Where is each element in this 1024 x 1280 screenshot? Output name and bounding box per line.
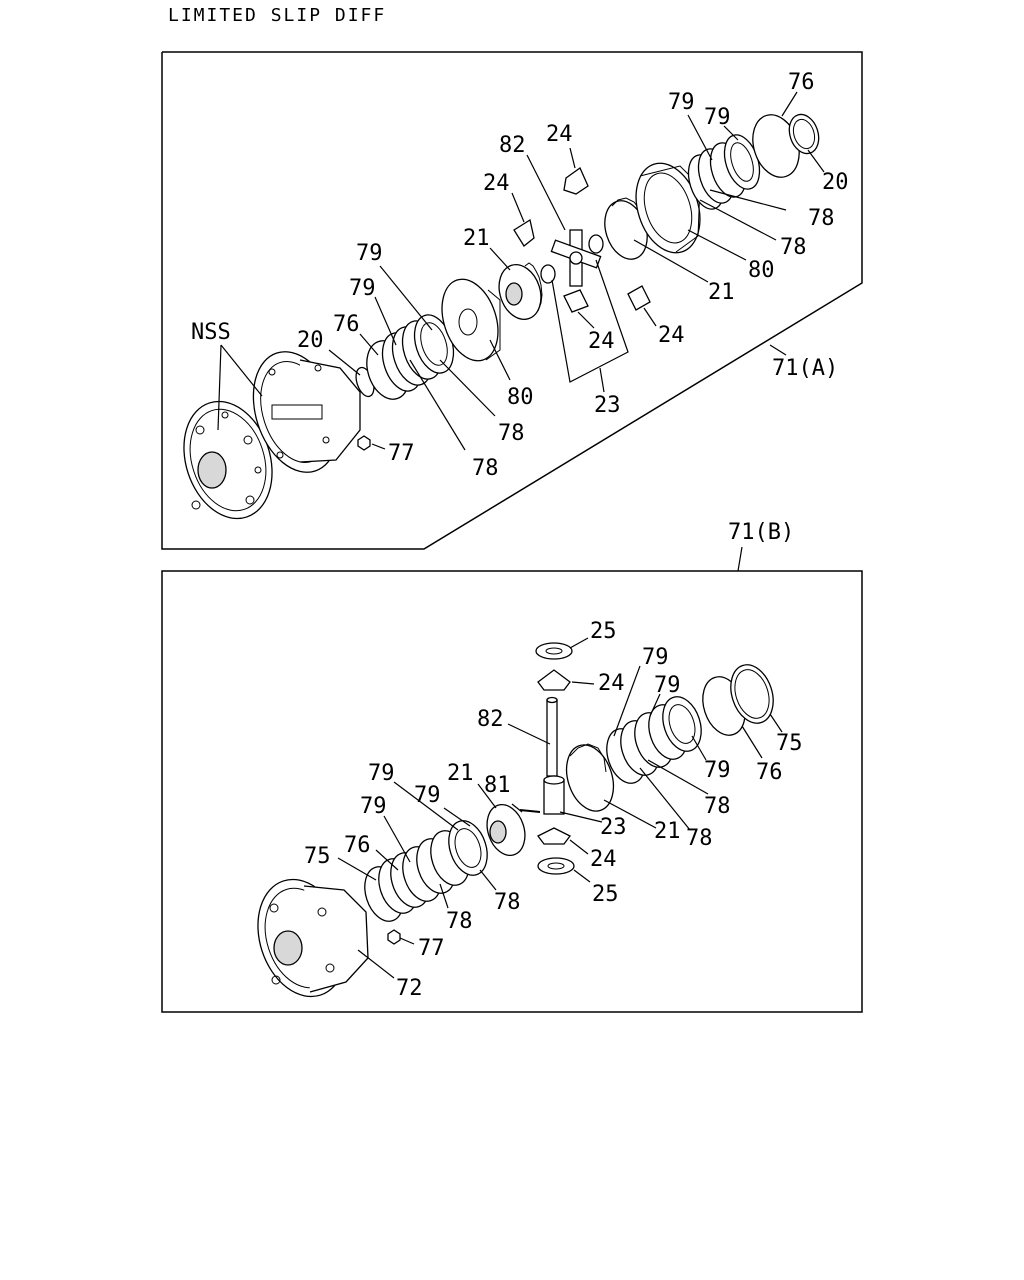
pinion-24-b-top [537, 669, 571, 691]
pinion-24-mid [563, 289, 589, 313]
label-a-76-right: 76 [788, 70, 815, 95]
label-b-21-right: 21 [654, 819, 681, 844]
label-b-76-left: 76 [344, 833, 371, 858]
label-a-76-left: 76 [333, 312, 360, 337]
leader-lines-a [328, 91, 825, 451]
cross-shaft [540, 229, 604, 287]
panel-a: NSS 20 76 79 79 77 78 78 80 21 24 82 24 … [161, 51, 863, 550]
clutch-stack-b-left [378, 820, 488, 914]
washer-25-bottom [537, 857, 575, 875]
label-a-21-left: 21 [463, 226, 490, 251]
label-a-79-left-b: 79 [356, 241, 383, 266]
pinion-shaft-82 [546, 696, 558, 777]
nut-77 [357, 435, 371, 451]
label-b-25-top: 25 [590, 619, 617, 644]
clutch-stack-b-right [606, 696, 702, 784]
label-a-82: 82 [499, 133, 526, 158]
side-gear-21-left [498, 262, 543, 320]
clutch-stack-left [381, 314, 455, 392]
label-a-77: 77 [388, 441, 415, 466]
label-b-ref: 71(B) [728, 520, 794, 545]
label-a-80-right: 80 [748, 258, 775, 283]
label-a-78-right-a: 78 [808, 206, 835, 231]
label-b-24-top: 24 [598, 671, 625, 696]
label-b-79-left-2: 79 [414, 783, 441, 808]
label-b-72: 72 [396, 976, 423, 1001]
block-23 [543, 775, 565, 815]
label-b-21-left: 21 [447, 761, 474, 786]
side-gear-b-21-left [486, 804, 526, 856]
panel-b: 71(B) [161, 520, 863, 1013]
label-b-79-a: 79 [642, 645, 669, 670]
label-a-ref: 71(A) [772, 356, 838, 381]
label-a-23: 23 [594, 393, 621, 418]
label-b-24-bottom: 24 [590, 847, 617, 872]
label-b-78-b: 78 [686, 826, 713, 851]
label-b-23: 23 [600, 815, 627, 840]
label-b-76-right: 76 [756, 760, 783, 785]
label-b-25-bottom: 25 [592, 882, 619, 907]
page-title: LIMITED SLIP DIFF [168, 5, 386, 26]
label-b-79-b: 79 [654, 673, 681, 698]
diff-case-72 [257, 878, 369, 998]
label-b-75-left: 75 [304, 844, 331, 869]
label-b-79-left-1: 79 [368, 761, 395, 786]
pinion-24-a [513, 218, 535, 247]
label-b-79-left-3: 79 [360, 794, 387, 819]
side-gear-b-21-right [565, 743, 615, 812]
pinion-24-b-bottom [537, 827, 571, 845]
label-a-80-left: 80 [507, 385, 534, 410]
label-a-78-right-b: 78 [780, 235, 807, 260]
label-b-78-left-2: 78 [446, 909, 473, 934]
leader-lines-b [337, 637, 783, 979]
label-nss: NSS [191, 320, 231, 345]
label-b-78-a: 78 [704, 794, 731, 819]
label-a-78-left-a: 78 [472, 456, 499, 481]
label-a-79-right-a: 79 [668, 90, 695, 115]
label-a-24-right: 24 [658, 323, 685, 348]
label-a-21-right: 21 [708, 280, 735, 305]
label-b-75-right: 75 [776, 731, 803, 756]
diff-case-left [252, 351, 361, 473]
label-b-79-c: 79 [704, 758, 731, 783]
label-a-79-left-a: 79 [349, 276, 376, 301]
label-a-24-mid: 24 [588, 329, 615, 354]
label-b-77: 77 [418, 936, 445, 961]
diff-case-80-right [635, 162, 701, 254]
label-a-20-left: 20 [297, 328, 324, 353]
pinion-24-top [563, 167, 589, 195]
nut-77-b [387, 929, 401, 945]
pressure-ring-80-left [441, 278, 501, 362]
label-a-79-right-b: 79 [704, 105, 731, 130]
label-a-24-top: 24 [546, 122, 573, 147]
label-a-24-a: 24 [483, 171, 510, 196]
nss-flange [183, 400, 273, 520]
label-b-78-left-1: 78 [494, 890, 521, 915]
pinion-24-right [627, 285, 651, 311]
label-a-78-left-b: 78 [498, 421, 525, 446]
label-a-20-right: 20 [822, 170, 849, 195]
label-b-81: 81 [484, 773, 511, 798]
label-b-82: 82 [477, 707, 504, 732]
washer-25-top [535, 642, 573, 660]
